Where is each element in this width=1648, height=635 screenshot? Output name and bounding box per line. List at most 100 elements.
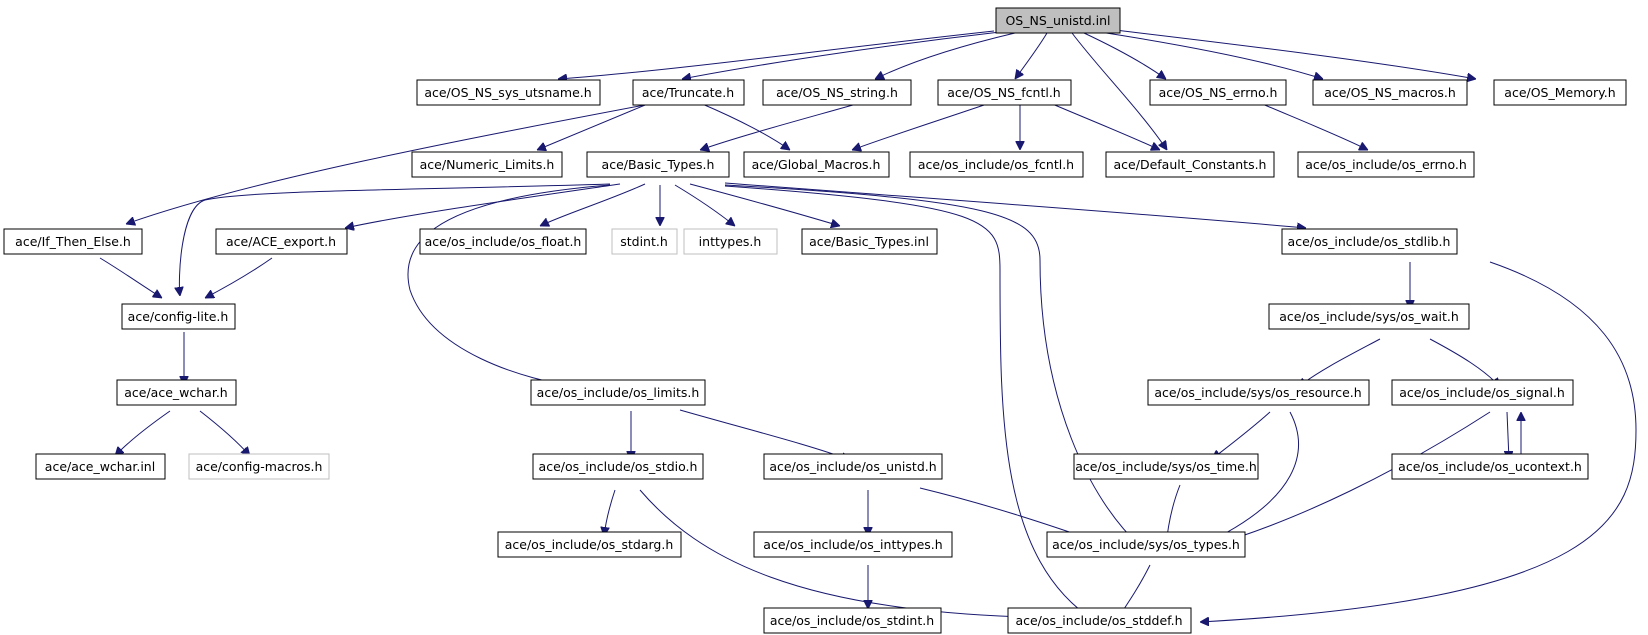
edge-basic-types-to-os-limits: [407, 184, 611, 388]
node-os-memory-h[interactable]: ace/OS_Memory.h: [1493, 79, 1627, 106]
node-label: ace/os_include/os_stddef.h: [1015, 613, 1182, 628]
node-ace-wchar-h[interactable]: ace/ace_wchar.h: [116, 379, 237, 406]
node-default-constants-h[interactable]: ace/Default_Constants.h: [1105, 151, 1275, 178]
node-os-stdio-h[interactable]: ace/os_include/os_stdio.h: [532, 453, 704, 480]
node-label: ace/ACE_export.h: [226, 234, 336, 249]
edge-basic-types-to-inttypes: [674, 184, 735, 226]
node-os-ns-fcntl-h[interactable]: ace/OS_NS_fcntl.h: [937, 79, 1072, 106]
node-label: ace/os_include/os_fcntl.h: [918, 157, 1074, 172]
node-label: ace/config-macros.h: [196, 459, 323, 474]
node-label: ace/ace_wchar.inl: [45, 459, 155, 474]
node-basic-types-h[interactable]: ace/Basic_Types.h: [586, 151, 730, 178]
node-label: ace/OS_NS_string.h: [776, 85, 898, 100]
edge-basic-types-to-os-types: [724, 184, 1140, 546]
node-os-signal-h[interactable]: ace/os_include/os_signal.h: [1391, 379, 1574, 406]
node-label: ace/os_include/sys/os_types.h: [1052, 537, 1240, 552]
edge-os-resource-to-os-time: [1212, 411, 1271, 459]
node-label: ace/os_include/os_stdint.h: [770, 613, 934, 628]
edge-basic-types-to-os-stdlib: [724, 182, 1306, 228]
node-basic-types-inl[interactable]: ace/Basic_Types.inl: [801, 228, 938, 255]
node-label: ace/os_include/os_ucontext.h: [1398, 459, 1582, 474]
node-os-limits-h[interactable]: ace/os_include/os_limits.h: [530, 379, 706, 406]
node-label: ace/OS_NS_fcntl.h: [947, 85, 1060, 100]
node-truncate-h[interactable]: ace/Truncate.h: [632, 79, 745, 106]
edge-unistd-inl-to-os-ns-fcntl: [1015, 32, 1048, 79]
node-ace-export-h[interactable]: ace/ACE_export.h: [215, 228, 348, 255]
node-os-time-h[interactable]: ace/os_include/sys/os_time.h: [1073, 453, 1259, 480]
node-label: ace/OS_NS_macros.h: [1324, 85, 1456, 100]
node-label: ace/os_include/os_stdarg.h: [505, 537, 674, 552]
edge-os-ns-string-to-basic-types: [700, 102, 861, 150]
node-os-inttypes-h[interactable]: ace/os_include/os_inttypes.h: [753, 531, 953, 558]
node-numeric-limits-h[interactable]: ace/Numeric_Limits.h: [411, 151, 563, 178]
node-label: ace/OS_NS_sys_utsname.h: [424, 85, 591, 100]
edge-os-ns-fcntl-to-default-constants: [1049, 102, 1160, 150]
node-label: ace/os_include/sys/os_wait.h: [1279, 309, 1459, 324]
edge-ace-wchar-to-ace-wchar-inl: [115, 410, 171, 456]
node-os-types-h[interactable]: ace/os_include/sys/os_types.h: [1046, 531, 1246, 558]
node-stdint-h[interactable]: stdint.h: [611, 228, 678, 255]
node-label: ace/os_include/os_float.h: [425, 234, 582, 249]
node-os-ns-string-h[interactable]: ace/OS_NS_string.h: [762, 79, 912, 106]
node-config-macros-h[interactable]: ace/config-macros.h: [188, 453, 330, 480]
edge-unistd-inl-to-truncate: [682, 31, 1001, 79]
node-label: inttypes.h: [699, 234, 762, 249]
node-os-stdlib-h[interactable]: ace/os_include/os_stdlib.h: [1281, 228, 1458, 255]
node-os-float-h[interactable]: ace/os_include/os_float.h: [419, 228, 587, 255]
node-os-ns-unistd-inl[interactable]: OS_NS_unistd.inl: [995, 7, 1121, 34]
edge-os-limits-to-os-unistd: [679, 409, 850, 460]
edge-unistd-inl-to-default-constants: [1071, 32, 1167, 150]
node-config-lite-h[interactable]: ace/config-lite.h: [121, 303, 236, 330]
node-label: ace/If_Then_Else.h: [15, 234, 131, 249]
node-label: ace/os_include/sys/os_time.h: [1075, 459, 1257, 474]
edge-os-stdio-to-os-stdarg: [604, 489, 616, 536]
node-label: ace/os_include/os_errno.h: [1305, 157, 1467, 172]
node-os-ns-macros-h[interactable]: ace/OS_NS_macros.h: [1312, 79, 1468, 106]
node-os-ucontext-h[interactable]: ace/os_include/os_ucontext.h: [1391, 453, 1589, 480]
node-label: ace/Truncate.h: [642, 85, 734, 100]
node-ace-wchar-inl[interactable]: ace/ace_wchar.inl: [35, 453, 166, 480]
node-os-wait-h[interactable]: ace/os_include/sys/os_wait.h: [1268, 303, 1470, 330]
edge-os-stdlib-to-os-stddef: [1200, 261, 1637, 622]
edge-if-then-else-to-config-lite: [99, 257, 162, 298]
node-inttypes-h[interactable]: inttypes.h: [683, 228, 778, 255]
node-label: ace/OS_Memory.h: [1504, 85, 1615, 100]
node-label: stdint.h: [620, 234, 668, 249]
node-os-resource-h[interactable]: ace/os_include/sys/os_resource.h: [1147, 379, 1370, 406]
edge-ace-wchar-to-config-macros: [199, 410, 250, 456]
edge-ace-export-to-config-lite: [205, 257, 273, 298]
edge-truncate-to-global-macros: [699, 102, 790, 150]
node-label: ace/Default_Constants.h: [1114, 157, 1267, 172]
node-os-ns-sys-utsname-h[interactable]: ace/OS_NS_sys_utsname.h: [416, 79, 601, 106]
node-os-stdarg-h[interactable]: ace/os_include/os_stdarg.h: [497, 531, 682, 558]
node-os-stddef-h[interactable]: ace/os_include/os_stddef.h: [1007, 607, 1192, 634]
node-os-stdint-h[interactable]: ace/os_include/os_stdint.h: [763, 607, 942, 634]
node-label: ace/ace_wchar.h: [124, 385, 227, 400]
edge-unistd-inl-to-os-ns-macros: [1099, 31, 1323, 79]
node-label: OS_NS_unistd.inl: [1005, 13, 1110, 28]
edge-basic-types-to-os-stddef: [724, 185, 1095, 621]
node-label: ace/config-lite.h: [128, 309, 229, 324]
edge-basic-types-to-basic-types-inl: [689, 183, 840, 226]
edge-os-resource-to-os-types: [1200, 411, 1299, 546]
edge-unistd-inl-to-os-memory: [1114, 29, 1476, 79]
node-label: ace/os_include/os_inttypes.h: [763, 537, 942, 552]
nodes: OS_NS_unistd.inl ace/OS_NS_sys_utsname.h…: [3, 7, 1627, 634]
node-os-fcntl-h[interactable]: ace/os_include/os_fcntl.h: [909, 151, 1084, 178]
node-label: ace/os_include/os_limits.h: [537, 385, 700, 400]
node-label: ace/os_include/os_signal.h: [1399, 385, 1565, 400]
node-label: ace/os_include/os_stdio.h: [539, 459, 698, 474]
edge-basic-types-to-config-lite: [179, 183, 611, 296]
edge-basic-types-to-ace-export: [345, 183, 621, 228]
node-global-macros-h[interactable]: ace/Global_Macros.h: [743, 151, 890, 178]
node-label: ace/OS_NS_errno.h: [1159, 85, 1278, 100]
edge-basic-types-to-os-float: [540, 183, 646, 226]
node-if-then-else-h[interactable]: ace/If_Then_Else.h: [3, 228, 143, 255]
node-os-unistd-h[interactable]: ace/os_include/os_unistd.h: [763, 453, 943, 480]
edge-os-ns-errno-to-os-errno: [1259, 102, 1368, 150]
node-os-errno-h[interactable]: ace/os_include/os_errno.h: [1297, 151, 1475, 178]
node-os-ns-errno-h[interactable]: ace/OS_NS_errno.h: [1149, 79, 1287, 106]
node-label: ace/os_include/sys/os_resource.h: [1154, 385, 1361, 400]
node-label: ace/Basic_Types.inl: [809, 234, 929, 249]
